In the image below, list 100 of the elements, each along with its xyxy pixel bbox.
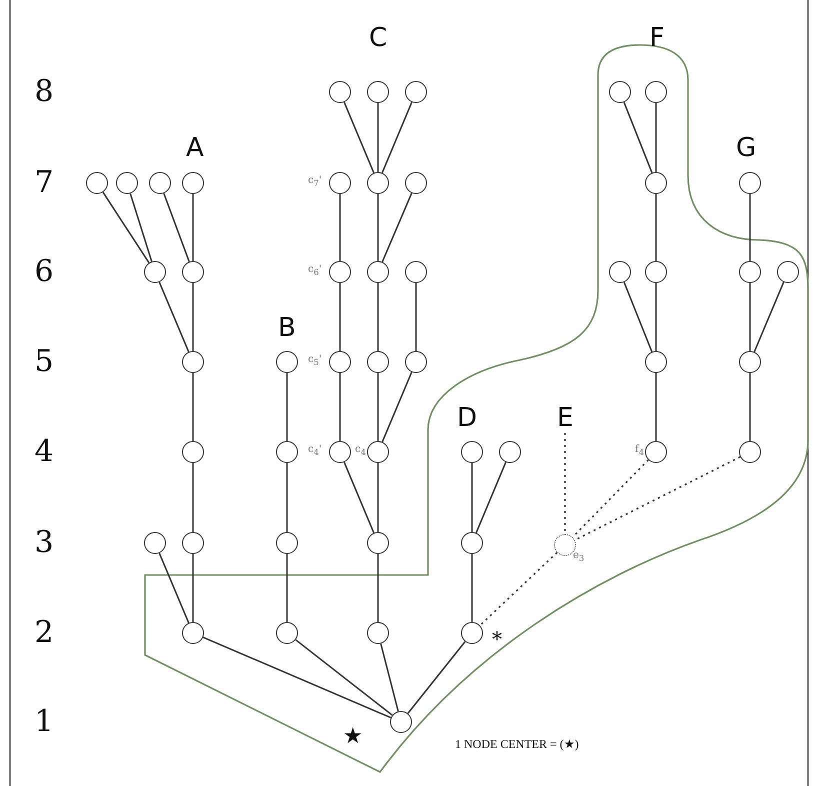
connector-line: [754, 282, 784, 352]
connector-line: [382, 192, 412, 262]
connector-line: [749, 194, 751, 261]
connector-line: [623, 102, 653, 174]
node-label: c$_{4}$: [355, 445, 366, 456]
node-label: f$_{4}$: [635, 445, 644, 456]
connector-line: [382, 372, 412, 442]
tree-node: [645, 351, 667, 373]
level-number: 8: [34, 77, 54, 107]
tree-letter: B: [278, 315, 296, 341]
tree-node: [367, 261, 389, 283]
connector-line: [377, 554, 379, 622]
tree-node: [645, 172, 667, 194]
node-label: c$_{4}$': [308, 445, 322, 456]
connector-line: [286, 554, 288, 622]
tree-letter: C: [369, 25, 388, 51]
node-label: c$_{7}$': [308, 176, 322, 188]
connector-line: [377, 463, 379, 532]
connector-line: [286, 463, 288, 532]
connector-line: [377, 283, 379, 351]
tree-node: [182, 441, 204, 463]
connector-line: [655, 103, 657, 172]
level-number: 2: [34, 618, 54, 648]
legend-note: 1 NODE CENTER = (★): [455, 738, 579, 750]
connector-line: [407, 641, 466, 714]
tree-node: [405, 172, 427, 194]
connector-line: [202, 636, 392, 718]
tree-node: [461, 532, 483, 554]
level-number: 1: [34, 707, 54, 737]
tree-node: [149, 172, 171, 194]
tree-node: [645, 81, 667, 103]
node-label: c$_{5}$': [308, 355, 322, 366]
connector-line: [339, 373, 341, 441]
connector-line: [192, 194, 194, 261]
tree-node: [461, 441, 483, 463]
tree-node: [609, 261, 631, 283]
tree-node: [645, 261, 667, 283]
dotted-line: [564, 433, 566, 534]
connector-line: [163, 193, 190, 262]
tree-node: [182, 532, 204, 554]
connector-line: [377, 103, 379, 172]
connector-line: [130, 193, 152, 262]
tree-node: [499, 441, 521, 463]
tree-letter: F: [650, 25, 664, 51]
level-number: 4: [34, 437, 54, 467]
connector-line: [749, 283, 751, 351]
tree-node: [609, 81, 631, 103]
tree-node: [276, 532, 298, 554]
tree-node: [182, 172, 204, 194]
connector-line: [655, 194, 657, 261]
tree-letter: D: [457, 405, 478, 431]
tree-node: [367, 81, 389, 103]
level-number: 3: [34, 528, 54, 558]
tree-node: [276, 351, 298, 373]
asterisk-mark: *: [492, 629, 502, 649]
connector-line: [655, 283, 657, 351]
connector-line: [192, 463, 194, 532]
connector-line: [158, 282, 190, 352]
connector-line: [623, 282, 653, 352]
tree-node: [116, 172, 138, 194]
node-label: c$_{6}$': [308, 265, 322, 276]
connector-line: [380, 644, 399, 712]
connector-line: [344, 102, 374, 174]
connector-line: [749, 373, 751, 441]
star-mark: ★: [343, 726, 363, 748]
tree-letter: A: [186, 135, 204, 161]
tree-node: [276, 441, 298, 463]
level-number: 6: [34, 257, 54, 287]
node-label: e$_{3}$: [573, 551, 584, 562]
tree-node: [367, 351, 389, 373]
connector-line: [377, 373, 379, 441]
tree-node: [182, 261, 204, 283]
connector-line: [382, 102, 412, 174]
connector-line: [295, 639, 393, 716]
tree-node: [405, 261, 427, 283]
tree-node: [367, 172, 389, 194]
tree-node: [367, 532, 389, 554]
level-number: 5: [34, 347, 54, 377]
tree-node: [739, 172, 761, 194]
connector-line: [471, 554, 473, 622]
tree-node: [739, 441, 761, 463]
connector-line: [158, 552, 190, 624]
connector-line: [286, 373, 288, 441]
connector-line: [344, 462, 374, 534]
connector-line: [339, 194, 341, 261]
node-letter: E: [557, 403, 574, 433]
tree-node: [144, 532, 166, 554]
tree-node: [367, 622, 389, 644]
tree-node: [86, 172, 108, 194]
tree-node: [405, 351, 427, 373]
dotted-line: [479, 552, 558, 626]
connector-line: [192, 373, 194, 441]
connector-line: [102, 192, 150, 264]
tree-node: [276, 622, 298, 644]
connector-line: [339, 283, 341, 351]
tree-node: [739, 261, 761, 283]
connector-line: [471, 463, 473, 532]
tree-node: [329, 81, 351, 103]
tree-node: [182, 351, 204, 373]
connector-line: [192, 283, 194, 351]
